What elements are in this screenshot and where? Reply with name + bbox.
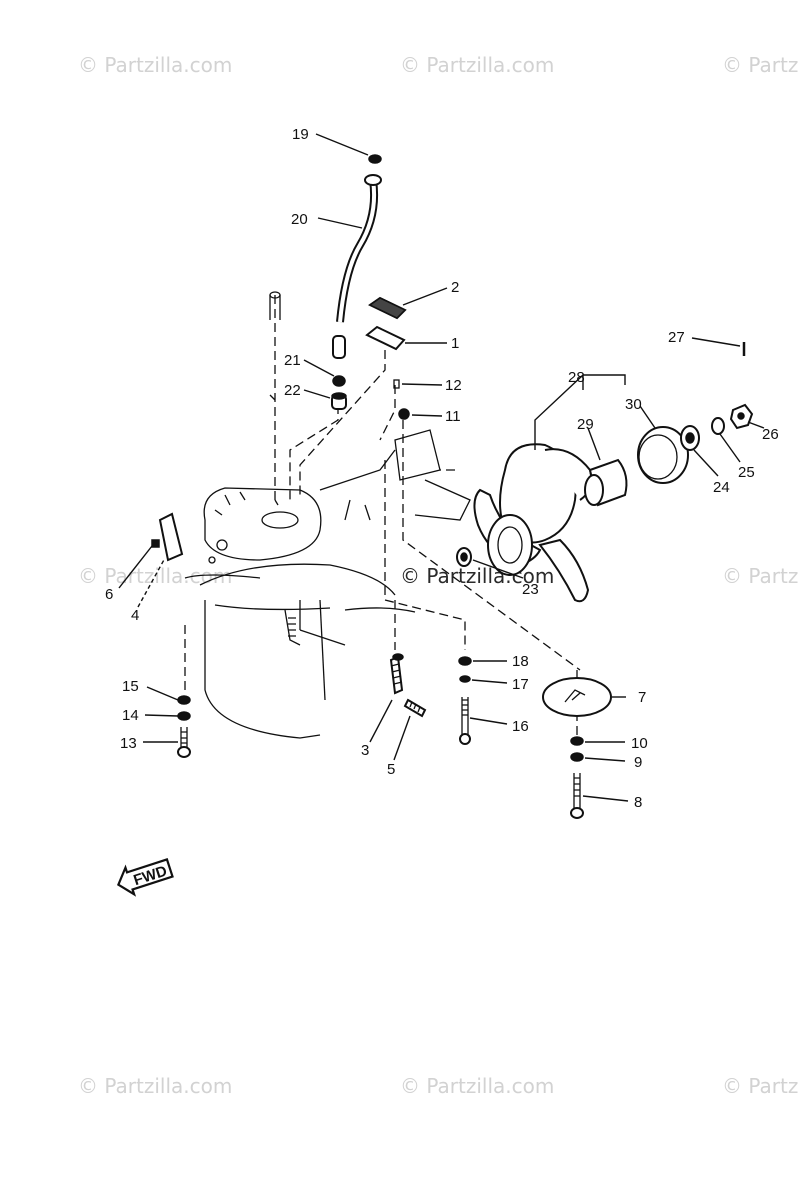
part-7-cover xyxy=(542,677,612,717)
forward-direction-arrow-icon: FWD xyxy=(116,858,174,897)
part-21-seal xyxy=(332,375,346,387)
part-29-bushing xyxy=(584,458,628,507)
watermark-layer: © Partzilla.com © Partzilla.com © Partz … xyxy=(78,53,798,1098)
callout-10: 10 xyxy=(631,735,648,752)
part-25-washer xyxy=(711,417,725,435)
callout-12: 12 xyxy=(445,377,462,394)
part-19-grommet xyxy=(368,154,382,164)
callout-29: 29 xyxy=(577,416,594,433)
part-14-washer xyxy=(177,711,191,721)
callout-24: 24 xyxy=(713,479,730,496)
callout-28: 28 xyxy=(568,369,585,386)
callout-20: 20 xyxy=(291,211,308,228)
callout-3: 3 xyxy=(361,742,369,759)
callout-17: 17 xyxy=(512,676,529,693)
gearcase-housing xyxy=(184,429,471,739)
watermark: © Partzilla.com xyxy=(78,53,232,77)
parts xyxy=(151,154,754,819)
part-8-bolt xyxy=(570,773,584,819)
watermark: © Partzilla.com xyxy=(400,53,554,77)
part-5-screw xyxy=(403,698,427,718)
watermark: © Partz xyxy=(722,564,798,588)
callout-14: 14 xyxy=(122,707,139,724)
callout-22: 22 xyxy=(284,382,301,399)
part-seal-tube xyxy=(332,335,346,359)
callout-15: 15 xyxy=(122,678,139,695)
leader-lines xyxy=(118,133,765,802)
callout-19: 19 xyxy=(292,126,309,143)
callout-7: 7 xyxy=(638,689,646,706)
watermark: © Partzilla.com xyxy=(400,1074,554,1098)
callout-23: 23 xyxy=(522,581,539,598)
callout-16: 16 xyxy=(512,718,529,735)
part-18-washer xyxy=(458,656,472,666)
part-28-propeller xyxy=(473,443,593,603)
part-30-spacer xyxy=(637,426,689,484)
part-12-pin xyxy=(393,379,400,389)
part-17-washer xyxy=(459,675,471,683)
part-10-washer xyxy=(570,736,584,746)
callout-18: 18 xyxy=(512,653,529,670)
callout-8: 8 xyxy=(634,794,642,811)
assembly-lines xyxy=(184,295,581,735)
callout-6: 6 xyxy=(105,586,113,603)
watermark: © Partzilla.com xyxy=(78,1074,232,1098)
callout-26: 26 xyxy=(762,426,779,443)
callout-11: 11 xyxy=(445,408,461,425)
part-6-screw xyxy=(151,539,160,548)
callout-9: 9 xyxy=(634,754,642,771)
callout-21: 21 xyxy=(284,352,301,369)
part-4-anode xyxy=(158,512,184,562)
callout-labels: 19 20 2 1 21 22 12 11 28 27 30 29 26 25 … xyxy=(105,126,779,811)
part-15-washer xyxy=(177,695,191,705)
callout-5: 5 xyxy=(387,761,395,778)
watermark: © Partz xyxy=(722,1074,798,1098)
callout-4: 4 xyxy=(131,607,139,624)
callout-1: 1 xyxy=(451,335,459,352)
part-9-washer xyxy=(570,752,584,762)
part-13-bolt xyxy=(177,727,191,758)
part-11-nut xyxy=(398,408,410,420)
watermark-center: © Partzilla.com xyxy=(400,564,554,588)
part-3-bolt xyxy=(389,653,404,695)
fwd-label: FWD xyxy=(131,862,169,889)
part-16-bolt xyxy=(459,697,471,745)
callout-13: 13 xyxy=(120,735,137,752)
callout-2: 2 xyxy=(451,279,459,296)
callout-25: 25 xyxy=(738,464,755,481)
watermark: © Partz xyxy=(722,53,798,77)
callout-30: 30 xyxy=(625,396,642,413)
part-1-seal xyxy=(365,325,406,351)
callout-27: 27 xyxy=(668,329,685,346)
